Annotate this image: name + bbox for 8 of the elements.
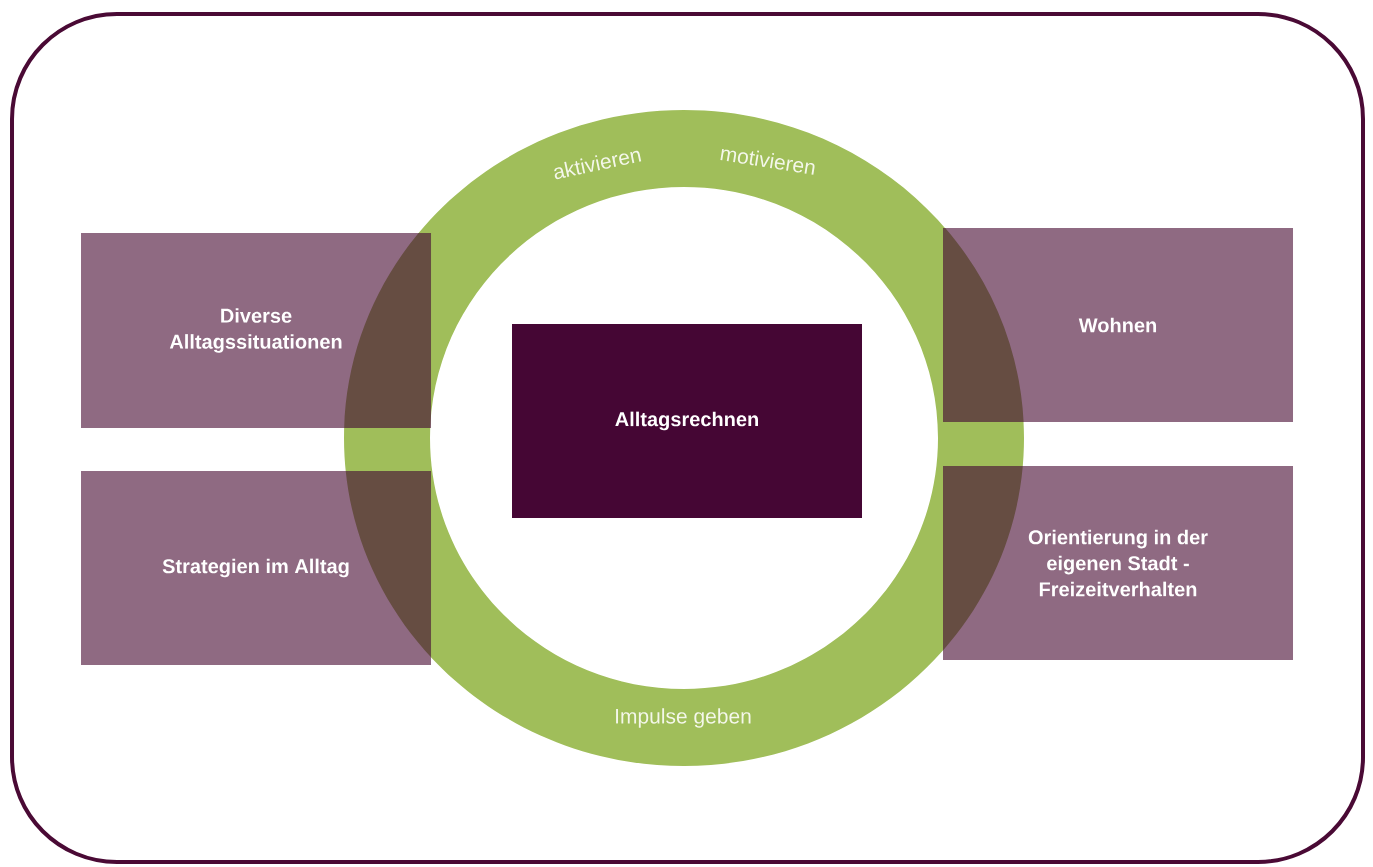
ring-label: motivieren (720, 149, 815, 175)
ring-label: aktivieren (554, 150, 642, 180)
text-box: Strategien im Alltag (81, 471, 431, 665)
text-box: Orientierung in der eigenen Stadt - Freizeitverhalten (943, 466, 1293, 660)
text-box: Wohnen (943, 228, 1293, 422)
text-box: Alltagsrechnen (512, 324, 862, 518)
ring-label: Impulse geben (616, 708, 751, 728)
text-box: Diverse Alltagssituationen (81, 233, 431, 428)
